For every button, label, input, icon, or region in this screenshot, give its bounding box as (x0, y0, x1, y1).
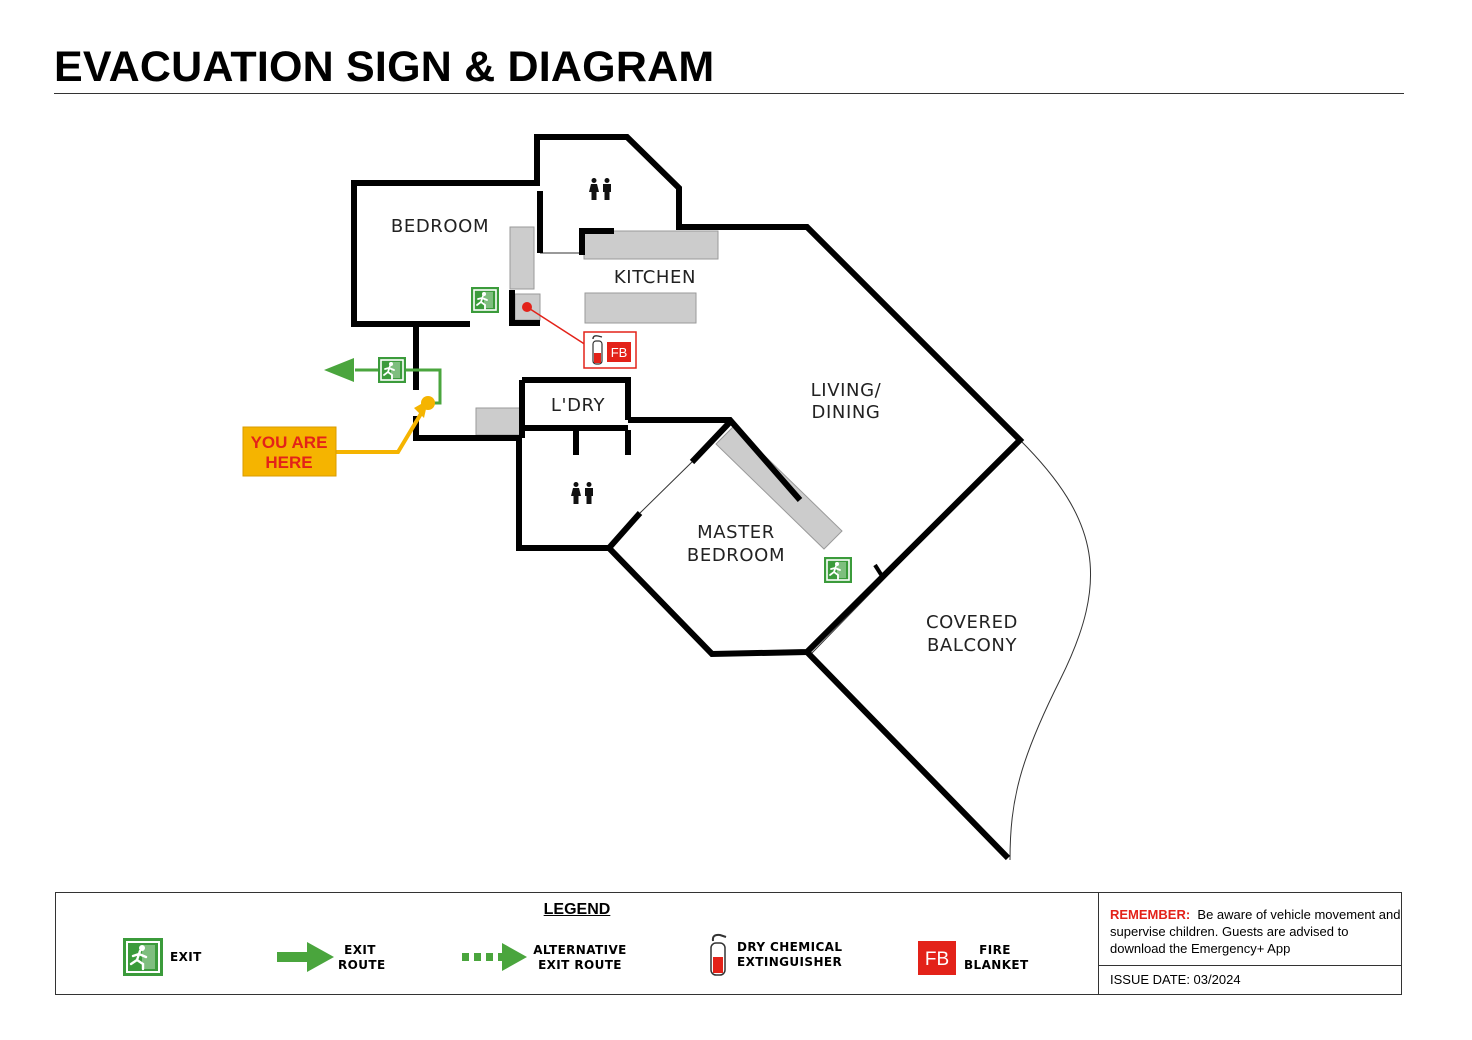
legend-label-exit-route-line-2: ROUTE (338, 958, 386, 972)
issue-date: ISSUE DATE: 03/2024 (1110, 972, 1241, 987)
fire-blanket-icon: FB (918, 941, 956, 975)
room-label-dining: DINING (812, 402, 881, 423)
alternative-exit-route-arrow-icon (462, 943, 527, 971)
title-divider (54, 93, 1404, 94)
room-label-master: MASTER (697, 522, 775, 543)
you-are-here-marker: YOU ARE HERE (242, 396, 435, 477)
room-label-living: LIVING/ (811, 380, 882, 401)
legend-label-alt-line-1: ALTERNATIVE (533, 943, 627, 957)
fire-equipment: FB (522, 302, 637, 369)
furniture (475, 226, 843, 550)
legend-label-extinguisher-line-2: EXTINGUISHER (737, 955, 843, 969)
you-are-here-line-2: HERE (265, 453, 312, 472)
you-are-here-line-1: YOU ARE (251, 433, 328, 452)
issue-divider (1099, 965, 1402, 966)
floor-plan: FB YOU ARE HERE BEDROOM KITCHEN LIVING/ … (242, 134, 1092, 861)
legend-label-alt-line-2: EXIT ROUTE (538, 958, 622, 972)
walls (351, 134, 1025, 861)
exit-route-arrow-icon (277, 942, 334, 972)
remember-notice: REMEMBER: Be aware of vehicle movement a… (1110, 906, 1402, 957)
legend-label-fire-blanket-line-2: BLANKET (964, 958, 1029, 972)
legend-label-exit: EXIT (170, 950, 202, 964)
exit-sign-icon (123, 938, 163, 976)
legend-panel: LEGEND EXIT EXIT ROUTE ALTERNATIVE EXIT (55, 892, 1402, 995)
room-label-covered: COVERED (926, 612, 1018, 633)
room-label-balcony: BALCONY (927, 635, 1017, 656)
exit-route-arrow (324, 358, 354, 382)
fire-blanket-icon-label: FB (925, 949, 949, 970)
fire-blanket-badge (607, 342, 631, 362)
extinguisher-icon (592, 335, 603, 365)
page-title: EVACUATION SIGN & DIAGRAM (54, 43, 715, 91)
legend-label-fire-blanket-line-1: FIRE (979, 943, 1011, 957)
legend-label-alternative-exit-route: ALTERNATIVE EXIT ROUTE (532, 943, 628, 973)
toilet-icon (570, 481, 594, 506)
remember-text: Be aware of vehicle movement and supervi… (1110, 907, 1401, 956)
remember-label: REMEMBER: (1110, 907, 1191, 922)
legend-label-extinguisher-line-1: DRY CHEMICAL (737, 940, 843, 954)
legend-label-exit-route: EXIT ROUTE (338, 943, 386, 973)
legend: LEGEND EXIT EXIT ROUTE ALTERNATIVE EXIT (56, 893, 1098, 994)
room-label-master-bedroom: BEDROOM (687, 545, 785, 566)
legend-label-exit-route-line-1: EXIT (344, 943, 376, 957)
exit-sign-icon (823, 556, 853, 584)
room-label-bedroom: BEDROOM (391, 216, 489, 237)
toilet-icon (588, 177, 612, 202)
extinguisher-icon (710, 933, 727, 976)
notice-panel: REMEMBER: Be aware of vehicle movement a… (1098, 893, 1402, 994)
room-label-kitchen: KITCHEN (614, 267, 696, 288)
legend-label-fire-blanket: FIRE BLANKET (964, 943, 1029, 973)
exit-sign-icon (470, 286, 500, 314)
exit-sign-icon (377, 356, 407, 384)
fire-blanket-badge-label: FB (611, 345, 628, 360)
legend-title: LEGEND (543, 901, 611, 918)
room-label-laundry: L'DRY (551, 395, 606, 416)
legend-label-extinguisher: DRY CHEMICAL EXTINGUISHER (737, 940, 842, 970)
